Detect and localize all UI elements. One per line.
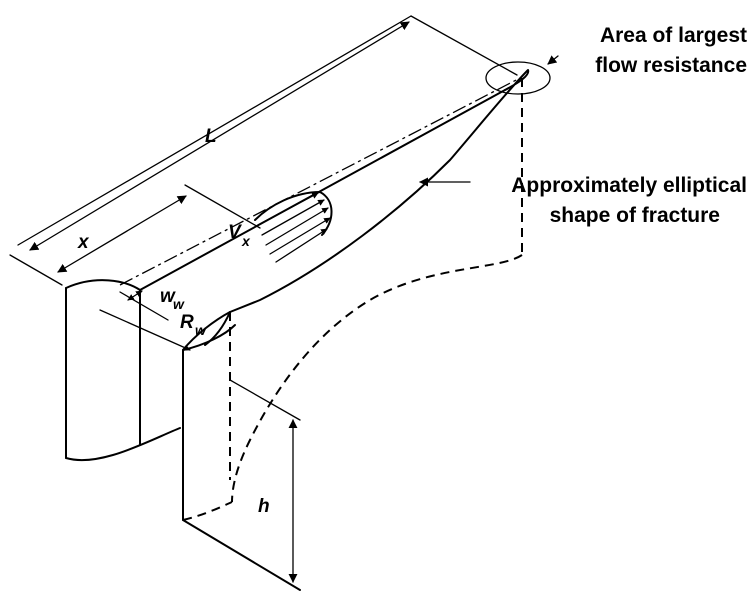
label-vx: V x (228, 222, 251, 249)
label-largest-resistance-2: flow resistance (595, 54, 747, 77)
fracture-lower-wing (182, 311, 301, 591)
dimension-x: x (57, 184, 261, 273)
label-x: x (77, 232, 90, 253)
svg-text:V: V (228, 222, 242, 243)
svg-text:x: x (241, 233, 251, 249)
hidden-fracture-outline (182, 78, 523, 521)
dimension-ww: w w (119, 286, 185, 321)
label-elliptical-1: Approximately elliptical (511, 174, 747, 197)
label-rw: R w (99, 309, 207, 351)
largest-resistance-callout: Area of largest flow resistance (485, 24, 747, 95)
label-largest-resistance-1: Area of largest (600, 24, 747, 47)
elliptical-callout: Approximately elliptical shape of fractu… (419, 174, 747, 227)
label-h: h (258, 496, 270, 517)
label-elliptical-2: shape of fracture (550, 204, 720, 227)
svg-text:w: w (195, 322, 207, 338)
label-L: L (205, 126, 217, 147)
svg-text:R: R (180, 312, 194, 333)
velocity-profile (254, 191, 333, 263)
wellbore (65, 279, 184, 521)
dimension-h: h (229, 379, 301, 583)
svg-text:w: w (160, 286, 176, 307)
fracture-top-wing (139, 69, 530, 446)
svg-text:w: w (173, 296, 185, 312)
